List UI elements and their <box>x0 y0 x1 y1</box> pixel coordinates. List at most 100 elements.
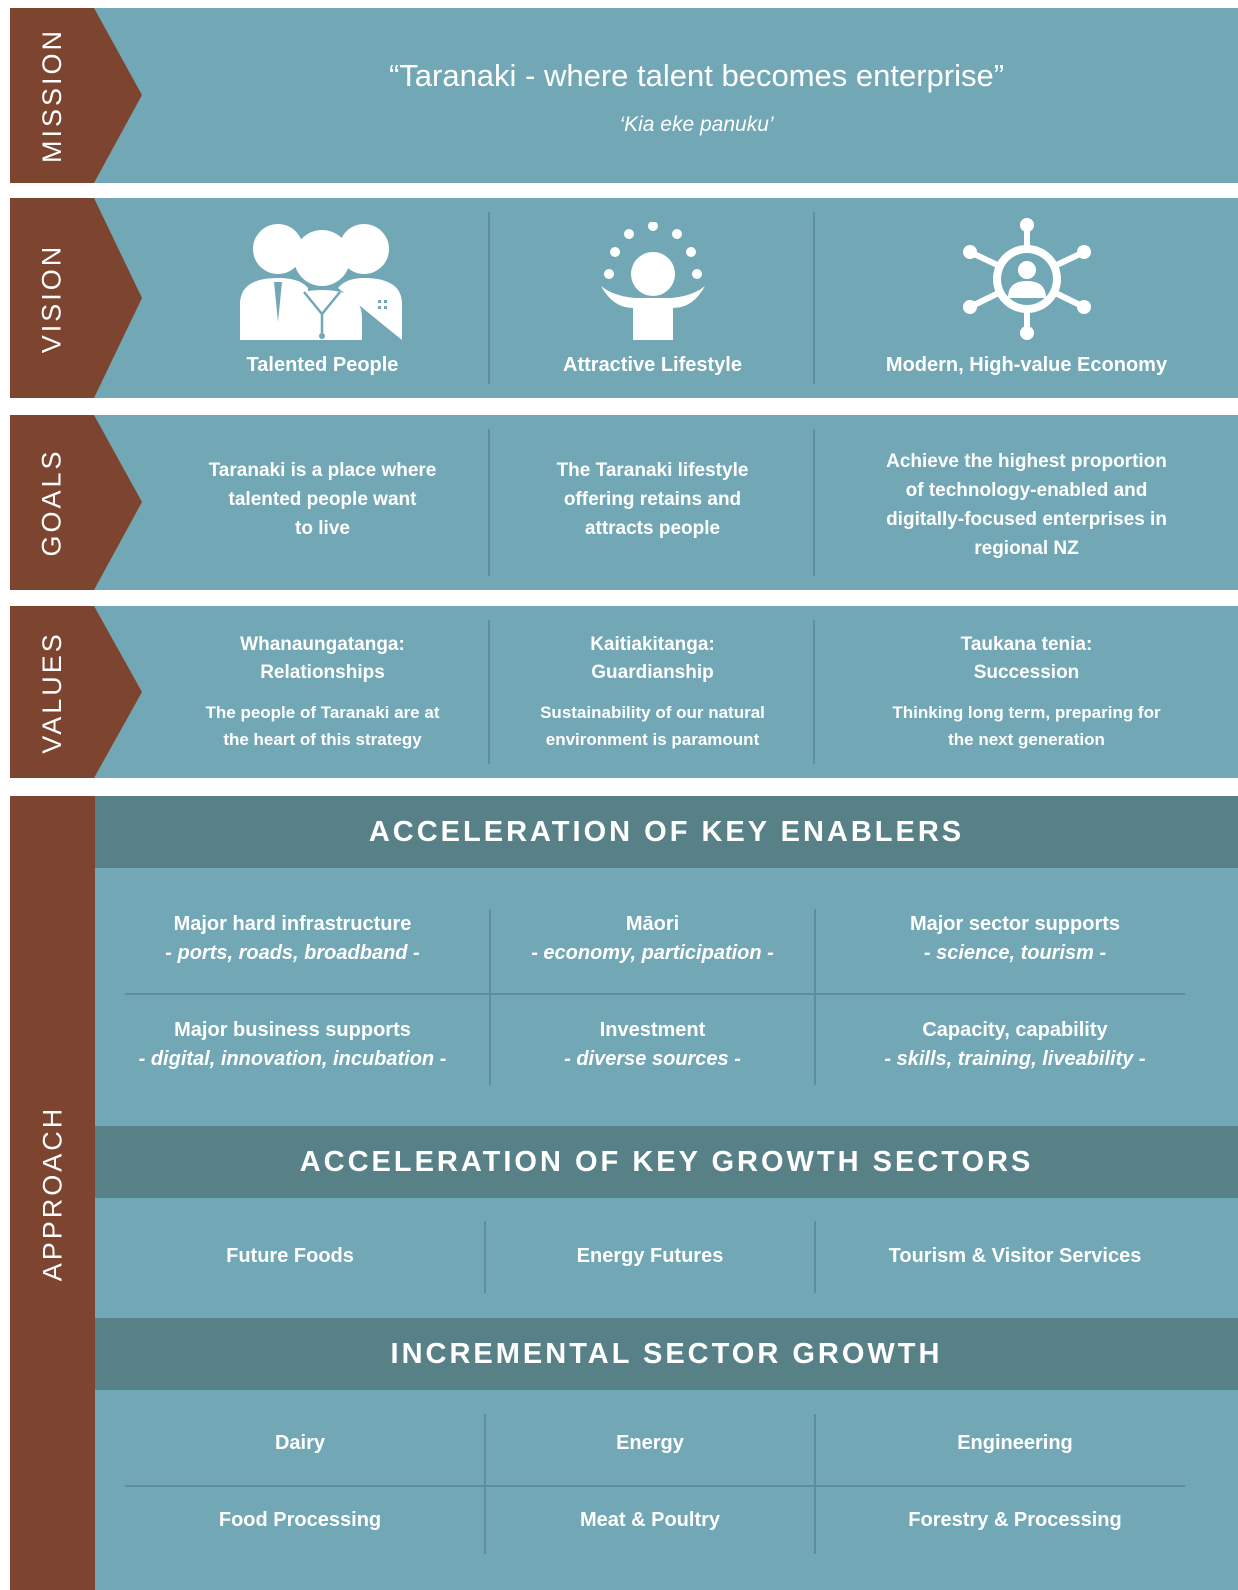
enabler-main: Investment <box>599 1019 706 1041</box>
values-tab-shape <box>10 606 142 778</box>
vision-tab-shape <box>10 198 142 398</box>
incremental-cell: Food Processing <box>218 1509 382 1531</box>
enabler-cell: Capacity, capability - skills, training,… <box>815 1016 1215 1074</box>
value-heading: Whanaungatanga: <box>240 634 405 655</box>
incremental-cell: Forestry & Processing <box>908 1509 1122 1531</box>
enabler-sub: - diverse sources - <box>564 1048 741 1070</box>
juggling-person-icon <box>600 221 705 340</box>
goal-line: of technology-enabled and <box>905 480 1148 501</box>
incremental-cell: Dairy <box>274 1432 326 1454</box>
goal-item: Taranaki is a place where talented peopl… <box>155 415 490 590</box>
value-item: Kaitiakitanga: Guardianship Sustainabili… <box>488 606 815 778</box>
goal-line: The Taranaki lifestyle <box>556 460 749 481</box>
mission-section: MISSION “Taranaki - where talent becomes… <box>10 8 1238 183</box>
growth-cell: Tourism & Visitor Services <box>888 1245 1142 1267</box>
value-heading: Relationships <box>260 662 385 683</box>
grid-divider <box>125 1485 1185 1487</box>
value-description: the heart of this strategy <box>223 730 422 749</box>
vision-label: Modern, High-value Economy <box>885 353 1168 376</box>
enabler-cell: Major sector supports - science, tourism… <box>815 910 1215 968</box>
incremental-cell: Energy <box>616 1432 684 1454</box>
value-heading: Taukana tenia: <box>960 634 1093 655</box>
value-description: the next generation <box>948 730 1105 749</box>
grid-divider <box>125 993 1185 995</box>
network-hub-icon <box>962 217 1091 340</box>
mission-tab: MISSION <box>10 8 155 183</box>
grid-divider <box>814 1414 816 1554</box>
approach-tab-label: APPROACH <box>37 1105 68 1281</box>
goal-line: regional NZ <box>974 538 1079 559</box>
goal-item: The Taranaki lifestyle offering retains … <box>488 415 815 590</box>
column-divider <box>488 429 490 576</box>
column-divider <box>488 620 490 764</box>
incremental-cell: Engineering <box>957 1432 1073 1454</box>
column-divider <box>813 212 815 384</box>
enabler-main: Major hard infrastructure <box>173 913 412 935</box>
value-description: The people of Taranaki are at <box>205 703 440 722</box>
incremental-header: INCREMENTAL SECTOR GROWTH <box>95 1318 1238 1390</box>
goal-line: attracts people <box>584 518 721 539</box>
goal-line: offering retains and <box>563 489 742 510</box>
enabler-main: Capacity, capability <box>922 1019 1108 1041</box>
vision-tab: VISION <box>10 198 155 398</box>
value-heading: Guardianship <box>591 662 714 683</box>
value-description: Sustainability of our natural <box>540 703 765 722</box>
approach-section: APPROACH ACCELERATION OF KEY ENABLERS Ma… <box>10 796 1238 1590</box>
goal-line: Taranaki is a place where <box>208 460 437 481</box>
approach-content: ACCELERATION OF KEY ENABLERS Major hard … <box>95 796 1238 1590</box>
grid-divider <box>814 1221 816 1293</box>
vision-item-talented-people: Talented People <box>155 198 490 398</box>
value-item: Whanaungatanga: Relationships The people… <box>155 606 490 778</box>
enabler-cell: Major business supports - digital, innov… <box>95 1016 490 1074</box>
vision-section: VISION <box>10 198 1238 398</box>
grid-divider <box>484 1221 486 1293</box>
grid-divider <box>489 909 491 1085</box>
column-divider <box>813 429 815 576</box>
value-description: Thinking long term, preparing for <box>892 703 1161 722</box>
goals-section: GOALS Taranaki is a place where talented… <box>10 415 1238 590</box>
enabler-sub: - economy, participation - <box>531 942 774 964</box>
goals-tab-shape <box>10 415 142 590</box>
column-divider <box>813 620 815 764</box>
value-item: Taukana tenia: Succession Thinking long … <box>813 606 1238 778</box>
enabler-sub: - digital, innovation, incubation - <box>138 1048 447 1070</box>
vision-item-attractive-lifestyle: Attractive Lifestyle <box>488 198 815 398</box>
enabler-cell: Major hard infrastructure - ports, roads… <box>95 910 490 968</box>
values-tab-label: VALUES <box>36 630 67 754</box>
enabler-sub: - ports, roads, broadband - <box>165 942 420 964</box>
goal-line: to live <box>295 518 350 539</box>
goals-tab: GOALS <box>10 415 155 590</box>
mission-subtitle: ‘Kia eke panuku’ <box>619 113 774 136</box>
goal-line: talented people want <box>228 489 417 510</box>
goal-line: Achieve the highest proportion <box>886 451 1167 472</box>
people-group-icon <box>239 223 402 340</box>
vision-tab-label: VISION <box>36 243 67 353</box>
mission-quote: “Taranaki - where talent becomes enterpr… <box>388 58 1005 93</box>
grid-divider <box>484 1414 486 1554</box>
vision-label: Talented People <box>246 353 399 376</box>
values-section: VALUES Whanaungatanga: Relationships The… <box>10 606 1238 778</box>
mission-tab-label: MISSION <box>36 27 67 164</box>
value-description: environment is paramount <box>545 730 760 749</box>
enabler-main: Major business supports <box>174 1019 411 1041</box>
mission-tab-shape <box>10 8 142 183</box>
enabler-sub: - skills, training, liveability - <box>884 1048 1146 1070</box>
enabler-sub: - science, tourism - <box>923 942 1107 964</box>
enabler-cell: Investment - diverse sources - <box>490 1016 815 1074</box>
enablers-header: ACCELERATION OF KEY ENABLERS <box>95 796 1238 868</box>
growth-cell: Energy Futures <box>576 1245 724 1267</box>
value-heading: Kaitiakitanga: <box>590 634 715 655</box>
vision-label: Attractive Lifestyle <box>563 353 742 376</box>
incremental-cell: Meat & Poultry <box>579 1509 721 1531</box>
enabler-main: Māori <box>625 913 680 935</box>
goal-item: Achieve the highest proportion of techno… <box>813 415 1238 590</box>
growth-header: ACCELERATION OF KEY GROWTH SECTORS <box>95 1126 1238 1198</box>
enabler-cell: Māori - economy, participation - <box>490 910 815 968</box>
values-tab: VALUES <box>10 606 155 778</box>
goals-tab-label: GOALS <box>36 448 67 557</box>
growth-cell: Future Foods <box>226 1245 354 1267</box>
column-divider <box>488 212 490 384</box>
enabler-main: Major sector supports <box>909 913 1121 935</box>
grid-divider <box>814 909 816 1085</box>
approach-tab: APPROACH <box>10 796 95 1590</box>
